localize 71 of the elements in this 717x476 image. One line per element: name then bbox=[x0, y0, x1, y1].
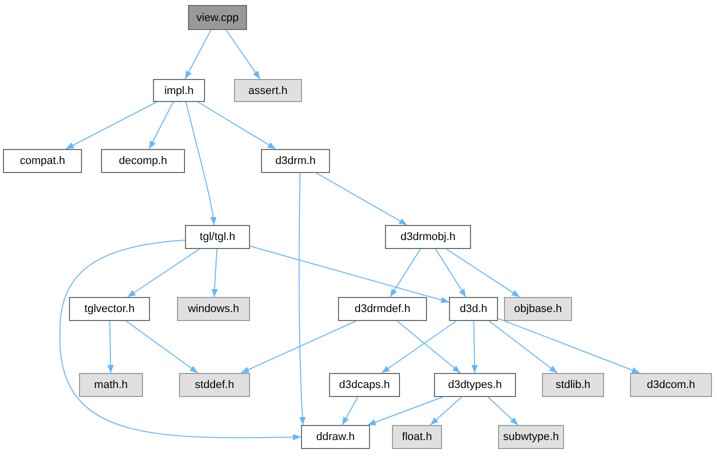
file-name: assert.h bbox=[248, 84, 288, 96]
file-node bbox=[434, 373, 516, 397]
file-node bbox=[329, 373, 400, 397]
file-name: d3drmdef.h bbox=[354, 303, 410, 315]
arrow bbox=[186, 102, 216, 226]
arrow bbox=[430, 396, 462, 426]
file-name: decomp.h bbox=[118, 155, 168, 167]
arrow bbox=[65, 102, 158, 150]
file-name: tglvector.h bbox=[84, 303, 135, 315]
file-name: view.cpp bbox=[196, 12, 239, 24]
file-name: d3drmobj.h bbox=[400, 231, 456, 243]
file-node bbox=[188, 5, 247, 30]
file-node bbox=[630, 373, 712, 397]
file-node bbox=[338, 297, 427, 321]
file-node bbox=[101, 149, 185, 173]
file-node bbox=[179, 373, 250, 397]
file-name: d3dtypes.h bbox=[448, 379, 502, 391]
file-name: stddef.h bbox=[194, 379, 234, 391]
file-node bbox=[153, 79, 205, 102]
file-name: compat.h bbox=[20, 155, 66, 167]
file-node bbox=[234, 79, 302, 102]
file-node bbox=[504, 297, 572, 321]
file-name: d3drm.h bbox=[275, 155, 316, 167]
arrow bbox=[107, 320, 114, 374]
arrow bbox=[342, 396, 358, 426]
arrow bbox=[298, 172, 306, 426]
file-name: d3dcom.h bbox=[646, 379, 696, 391]
file-node bbox=[185, 225, 250, 249]
file-node bbox=[3, 149, 82, 173]
arrow bbox=[148, 102, 174, 150]
arrow bbox=[226, 30, 261, 80]
arrow bbox=[390, 248, 421, 298]
file-node bbox=[542, 373, 604, 397]
file-name: stdlib.h bbox=[556, 379, 590, 391]
file-name: impl.h bbox=[164, 84, 194, 96]
file-name: objbase.h bbox=[514, 303, 562, 315]
file-name: subwtype.h bbox=[503, 431, 559, 443]
file-name: d3dcaps.h bbox=[339, 379, 390, 391]
file-name: d3d.h bbox=[460, 303, 488, 315]
file-node bbox=[79, 373, 143, 397]
arrow bbox=[435, 248, 466, 298]
arrow bbox=[184, 30, 212, 80]
arrow bbox=[471, 320, 478, 374]
file-name: math.h bbox=[94, 379, 128, 391]
arrow bbox=[198, 102, 276, 150]
arrow bbox=[60, 240, 302, 440]
file-node bbox=[449, 297, 498, 321]
arrow bbox=[381, 320, 457, 374]
file-node bbox=[392, 425, 442, 449]
file-name: float.h bbox=[402, 431, 432, 443]
arrow bbox=[487, 396, 519, 426]
file-node bbox=[301, 425, 370, 449]
file-node bbox=[498, 425, 564, 449]
arrow bbox=[127, 248, 200, 298]
arrow bbox=[316, 172, 408, 226]
file-node bbox=[69, 297, 150, 321]
arrow bbox=[498, 318, 640, 374]
arrow bbox=[396, 320, 461, 374]
arrow bbox=[367, 396, 444, 426]
file-name: windows.h bbox=[188, 303, 240, 315]
arrow bbox=[126, 320, 198, 374]
arrow bbox=[446, 248, 520, 298]
arrow bbox=[250, 246, 450, 304]
file-node bbox=[385, 225, 471, 249]
file-name: tgl/tgl.h bbox=[200, 231, 236, 243]
file-node bbox=[177, 297, 250, 321]
arrow bbox=[211, 248, 218, 298]
file-node bbox=[261, 149, 330, 173]
arrow bbox=[488, 320, 558, 374]
arrow bbox=[240, 320, 356, 374]
file-name: ddraw.h bbox=[316, 431, 355, 443]
